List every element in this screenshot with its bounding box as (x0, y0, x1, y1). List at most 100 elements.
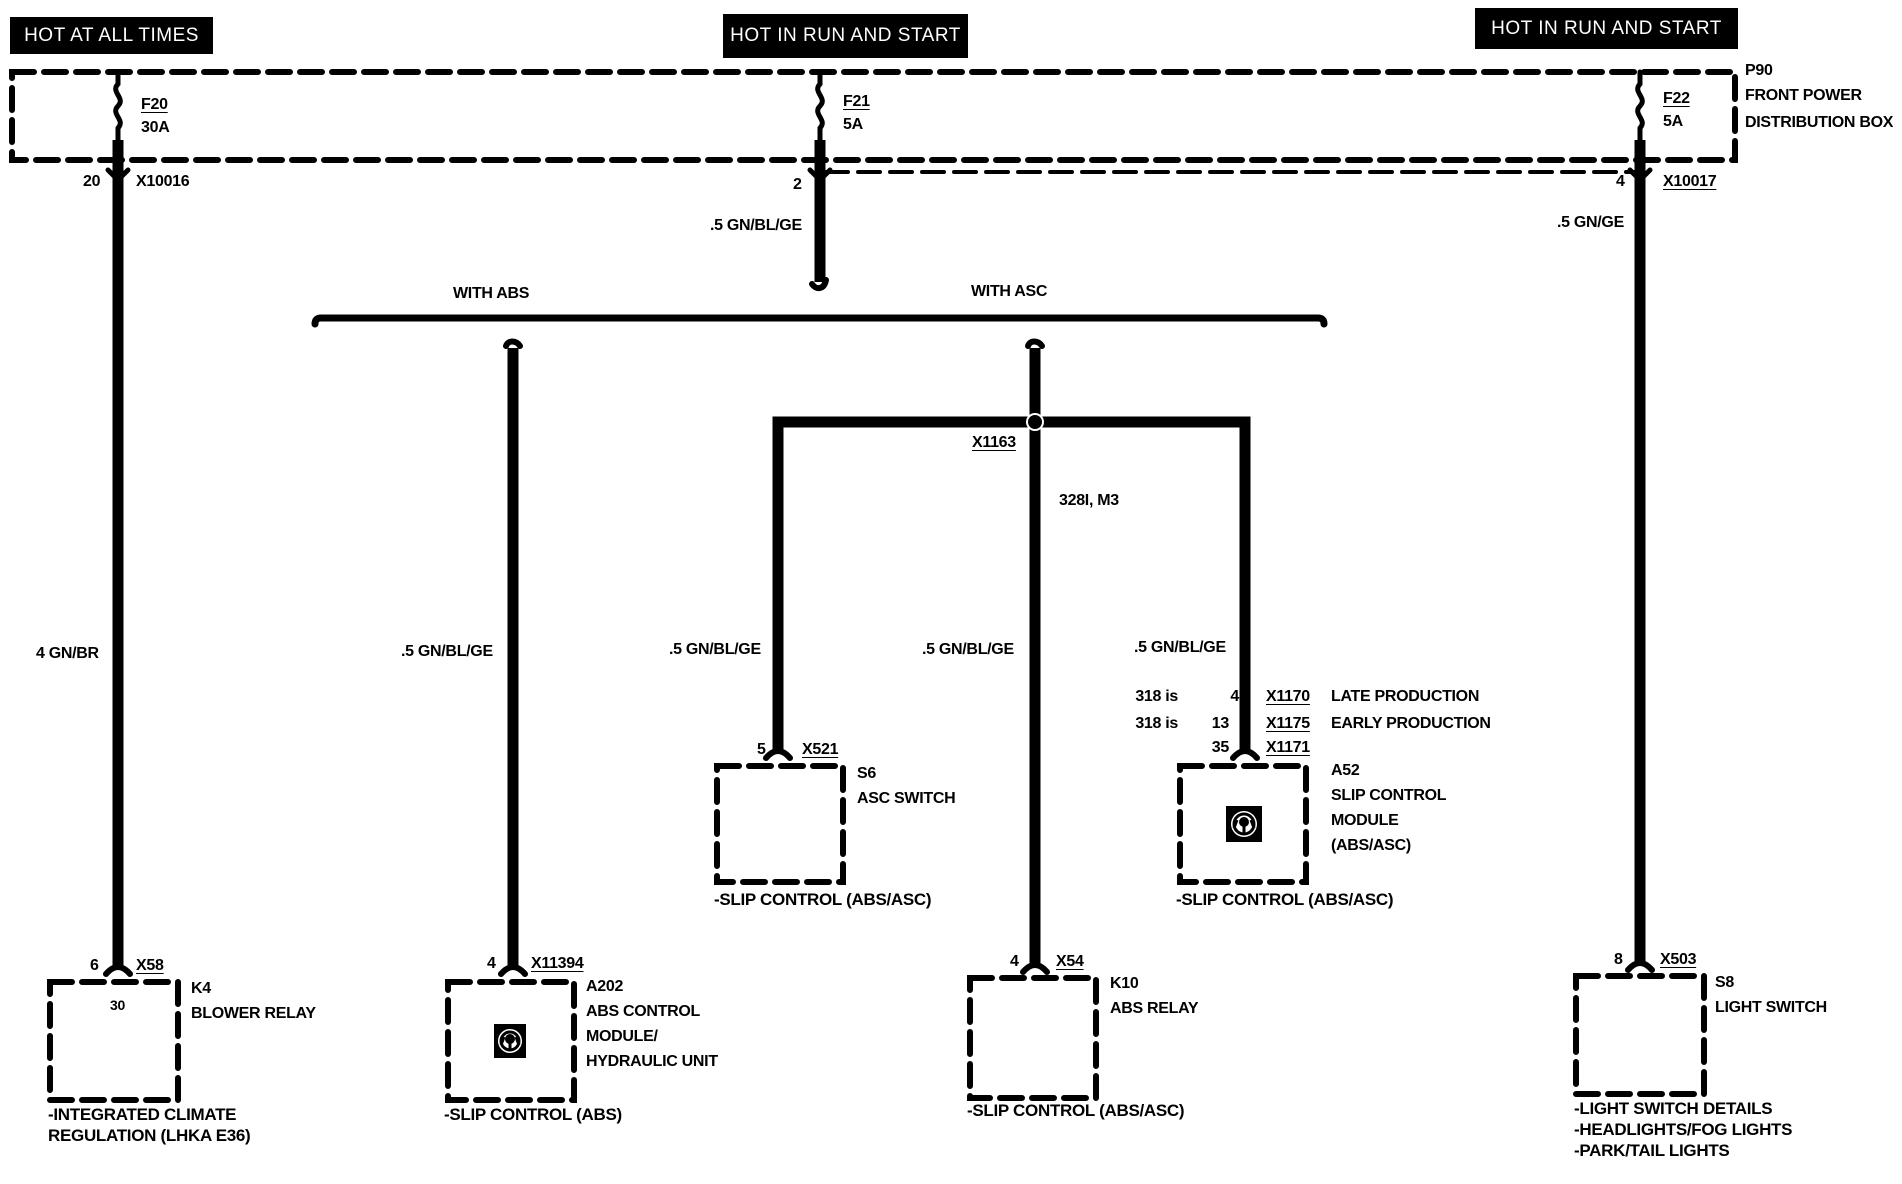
component-name: LIGHT SWITCH (1715, 999, 1827, 1016)
pin-number: 5 (757, 741, 766, 758)
component-reference[interactable]: -SLIP CONTROL (ABS) (444, 1105, 622, 1124)
component-id: K4 (191, 980, 211, 997)
module-icon (494, 1024, 526, 1058)
fuse-rating: 30A (141, 119, 170, 136)
connector-id: X54 (1056, 953, 1084, 970)
wire-label: .5 GN/BL/GE (710, 217, 802, 234)
component-reference[interactable]: -SLIP CONTROL (ABS/ASC) (1176, 890, 1394, 909)
wire-label: .5 GN/BL/GE (401, 643, 493, 660)
distribution-box-name: FRONT POWER (1745, 87, 1862, 104)
connector-2-icon (807, 167, 833, 184)
wire-break-icon (809, 277, 829, 292)
connector-id: X58 (136, 957, 164, 974)
connector-x1171-icon (1230, 748, 1260, 761)
distribution-box-id: P90 (1745, 62, 1773, 79)
wire-break-icon (503, 338, 523, 349)
wire-label: 4 GN/BR (36, 645, 99, 662)
power-source-hot-in-run-start: HOT IN RUN AND START (1475, 8, 1738, 49)
connector-id: X11394 (531, 955, 584, 972)
fuse-f20-icon (113, 69, 123, 143)
component-reference[interactable]: -INTEGRATED CLIMATE (48, 1105, 237, 1124)
wire-break-icon (1025, 338, 1045, 349)
pin-variant-prefix: 318 is (1135, 688, 1178, 705)
connector-id: X1175 (1266, 715, 1310, 732)
component-reference[interactable]: -SLIP CONTROL (ABS/ASC) (967, 1101, 1185, 1120)
component-a202-box (445, 979, 577, 1103)
connector-id: X10017 (1663, 173, 1717, 190)
component-a52-box (1177, 763, 1309, 885)
production-note: LATE PRODUCTION (1331, 688, 1480, 705)
connector-id: X503 (1660, 951, 1697, 968)
branch-label-with-abs: WITH ABS (453, 285, 530, 302)
variant-note: 328I, M3 (1059, 492, 1119, 509)
distribution-box-outline (9, 69, 1738, 163)
connector-x521-icon (763, 748, 793, 761)
connector-x54-icon (1020, 962, 1050, 975)
pin-number: 4 (1010, 953, 1019, 970)
connector-x10017-icon (1627, 167, 1653, 184)
fuse-f22-icon (1635, 69, 1645, 143)
component-name: ABS RELAY (1110, 1000, 1199, 1017)
pin-number: 20 (83, 173, 101, 190)
power-source-hot-at-all-times: HOT AT ALL TIMES (10, 17, 213, 54)
component-id: K10 (1110, 975, 1139, 992)
pin-number: 4 (1616, 173, 1625, 190)
component-name: ASC SWITCH (857, 790, 956, 807)
component-name: BLOWER RELAY (191, 1005, 316, 1022)
splice-x1163-bus (772, 416, 1251, 752)
component-k4-box (47, 979, 181, 1103)
fuse-id: F20 (141, 96, 168, 113)
connector-id: X521 (802, 741, 839, 758)
pin-number: 2 (793, 176, 802, 193)
component-reference[interactable]: REGULATION (LHKA E36) (48, 1126, 251, 1145)
component-name: (ABS/ASC) (1331, 837, 1411, 854)
pin-number: 8 (1614, 951, 1623, 968)
component-reference[interactable]: -HEADLIGHTS/FOG LIGHTS (1574, 1120, 1793, 1139)
connector-id: X10016 (136, 173, 190, 190)
component-s6-box (714, 763, 846, 885)
wire-label: .5 GN/GE (1557, 214, 1624, 231)
connector-x10016-icon (105, 167, 131, 184)
pin-variant-prefix: 318 is (1135, 715, 1178, 732)
distribution-box-name: DISTRIBUTION BOX (1745, 114, 1894, 131)
component-reference[interactable]: -LIGHT SWITCH DETAILS (1574, 1099, 1773, 1118)
pin-number: 6 (90, 957, 99, 974)
module-icon (1226, 806, 1262, 842)
fuse-rating: 5A (1663, 113, 1683, 130)
connector-id: X1171 (1266, 739, 1310, 756)
component-reference[interactable]: -PARK/TAIL LIGHTS (1574, 1141, 1730, 1160)
component-name: SLIP CONTROL (1331, 787, 1447, 804)
wire-label: .5 GN/BL/GE (922, 641, 1014, 658)
fuse-id: F21 (843, 93, 870, 110)
fuse-rating: 5A (843, 116, 863, 133)
wire-label: .5 GN/BL/GE (669, 641, 761, 658)
component-reference[interactable]: -SLIP CONTROL (ABS/ASC) (714, 890, 932, 909)
splice-junction-dot (1026, 413, 1044, 431)
component-name: MODULE (1331, 812, 1399, 829)
component-id: A52 (1331, 762, 1360, 779)
distribution-box-label: P90 FRONT POWER DISTRIBUTION BOX (1745, 60, 1893, 136)
fuse-id: F22 (1663, 90, 1690, 107)
branch-label-with-asc: WITH ASC (971, 283, 1048, 300)
connector-id: X1170 (1266, 688, 1310, 705)
component-name: ABS CONTROL (586, 1003, 701, 1020)
component-id: S6 (857, 765, 876, 782)
component-id: A202 (586, 978, 624, 995)
pin-number: 4 (1230, 688, 1239, 705)
fuse-f21-icon (815, 69, 825, 143)
power-source-hot-in-run-start: HOT IN RUN AND START (723, 14, 968, 58)
pin-number: 4 (487, 955, 496, 972)
production-note: EARLY PRODUCTION (1331, 715, 1491, 732)
pin-number: 13 (1211, 715, 1230, 732)
splice-id: X1163 (972, 434, 1016, 451)
wire-label: .5 GN/BL/GE (1134, 639, 1226, 656)
terminal-number: 30 (110, 997, 125, 1013)
component-s8-box (1573, 973, 1707, 1097)
component-k10-box (967, 975, 1099, 1101)
component-name: MODULE/ (586, 1028, 658, 1045)
pin-number: 35 (1211, 739, 1230, 756)
connector-x11394-icon (498, 964, 528, 977)
connector-x58-icon (103, 964, 133, 977)
component-id: S8 (1715, 974, 1734, 991)
